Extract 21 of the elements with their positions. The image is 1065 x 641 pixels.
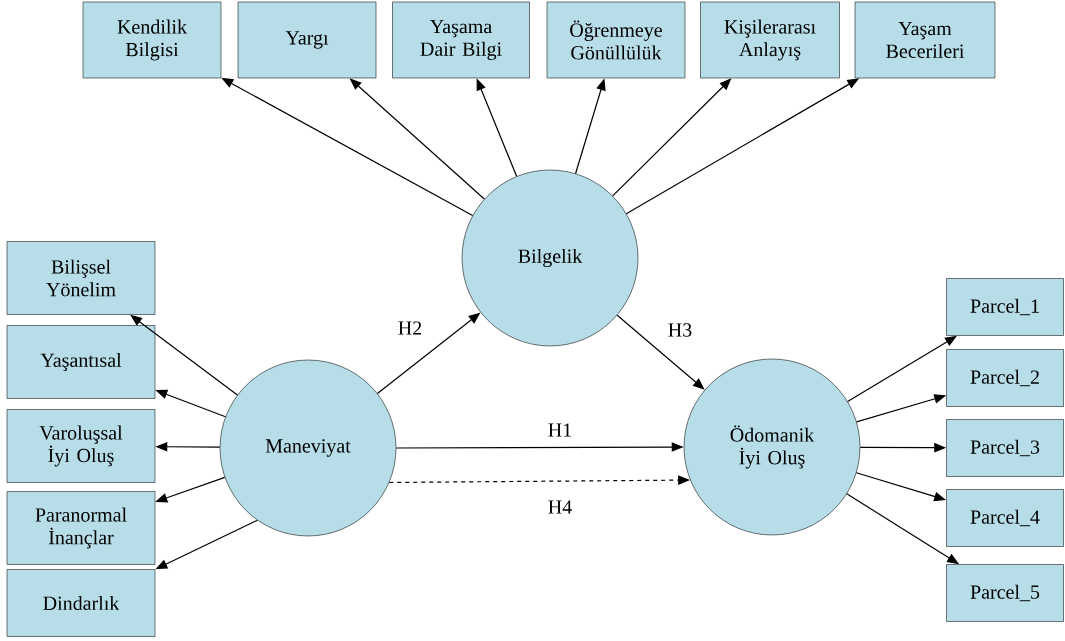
indicator-box: Kendilik Bilgisi bbox=[82, 1, 222, 79]
indicator-box: Yaşama Dair Bilgi bbox=[392, 1, 530, 79]
indicator-box: Yaşantısal bbox=[6, 325, 156, 399]
indicator-box: Kişilerarası Anlayış bbox=[700, 1, 840, 79]
indicator-box: Parcel_1 bbox=[946, 278, 1064, 336]
edge-label: H3 bbox=[666, 321, 694, 339]
indicator-box: Parcel_5 bbox=[946, 564, 1064, 622]
indicator-box: Parcel_3 bbox=[946, 419, 1064, 477]
arrow bbox=[616, 314, 705, 390]
indicator-box: Öğrenmeye Gönüllülük bbox=[546, 1, 686, 79]
edge-label: H2 bbox=[396, 320, 424, 336]
indicator-box: Yaşam Becerileri bbox=[854, 1, 996, 79]
indicator-box: Yargı bbox=[237, 1, 377, 79]
edge-label: H1 bbox=[546, 422, 574, 438]
edge-label: H4 bbox=[546, 499, 574, 515]
indicator-box: Bilişsel Yönelim bbox=[6, 241, 156, 315]
indicator-box: Parcel_4 bbox=[946, 489, 1064, 547]
indicator-box: Dindarlık bbox=[6, 569, 156, 637]
indicator-box: Paranormal İnançlar bbox=[6, 491, 156, 565]
indicator-box: Parcel_2 bbox=[946, 349, 1064, 407]
indicator-box: Varoluşsal İyi Oluş bbox=[6, 409, 156, 483]
